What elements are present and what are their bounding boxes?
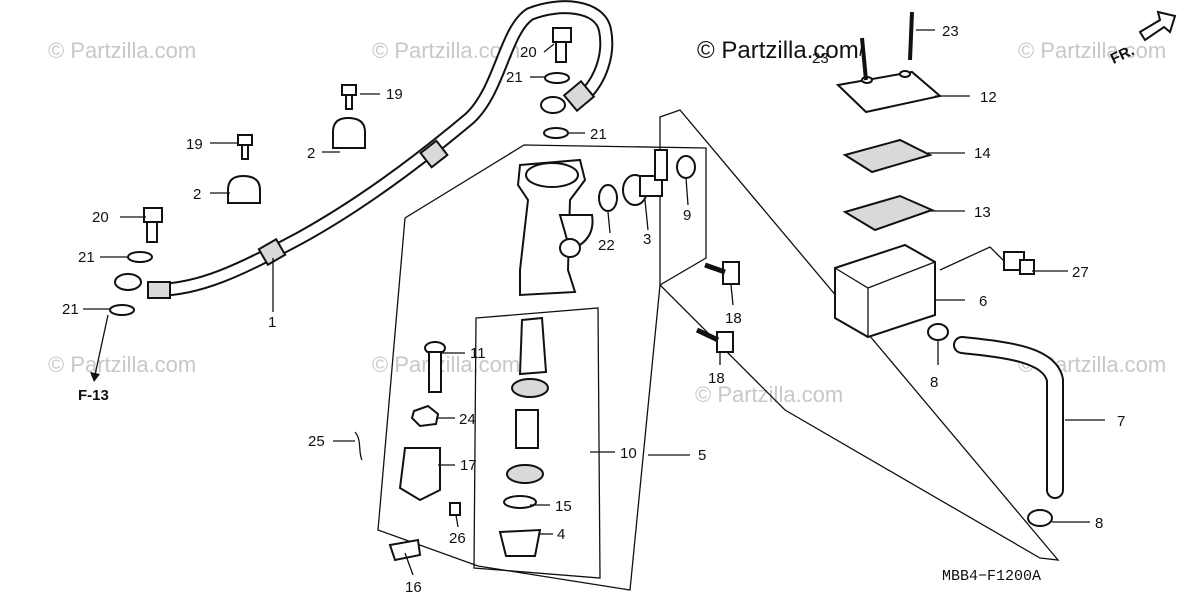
piston-cup	[511, 378, 549, 398]
reservoir-tank	[834, 243, 936, 339]
callout-25: 25	[308, 433, 325, 450]
callout-9: 9	[683, 207, 691, 224]
callout-23: 23	[942, 23, 959, 40]
cotter-pin	[354, 431, 363, 461]
callout-11: 11	[470, 345, 486, 362]
hose-clip	[1027, 509, 1053, 527]
callout-19: 19	[386, 86, 403, 103]
snap-ring	[676, 155, 696, 179]
hose-clip	[927, 323, 949, 341]
hose-clamp	[332, 116, 366, 149]
hose-clamp	[227, 174, 261, 204]
reservoir-group-outline	[659, 109, 1060, 561]
brake-hose	[147, 0, 614, 299]
callout-5: 5	[698, 447, 706, 464]
clamp-screw	[341, 84, 357, 110]
hose-joint	[622, 149, 668, 206]
watermark: © Partzilla.com	[48, 352, 196, 377]
mounting-bolt	[704, 261, 740, 285]
joint-nut	[410, 404, 440, 428]
piston	[515, 409, 539, 449]
banjo-bolt	[143, 207, 163, 243]
rod-clip	[388, 538, 422, 562]
boot-cap	[498, 528, 542, 557]
front-direction-arrow: FR.	[1108, 10, 1177, 68]
boot	[518, 316, 548, 376]
callout-26: 26	[449, 530, 466, 547]
watermark-main: © Partzilla.com	[697, 37, 859, 64]
reference-leader	[94, 314, 109, 376]
sealing-washer	[543, 127, 569, 139]
watermark: © Partzilla.com	[48, 38, 196, 63]
banjo-fitting	[540, 96, 566, 114]
callout-18: 18	[725, 310, 742, 327]
piston-kit-outline	[473, 307, 601, 579]
callout-2: 2	[307, 145, 315, 162]
leader-lines	[83, 29, 1105, 576]
callout-15: 15	[555, 498, 572, 515]
callout-10: 10	[620, 445, 637, 462]
callout-27: 27	[1072, 264, 1089, 281]
o-ring	[598, 184, 618, 212]
callout-6: 6	[979, 293, 987, 310]
callout-7: 7	[1117, 413, 1125, 430]
callout-21: 21	[590, 126, 607, 143]
callout-8: 8	[930, 374, 938, 391]
callout-labels: 1 2 2 3 4 5 6 7 8 8 9 10 11 12 13 14 15 …	[62, 23, 1125, 596]
sealing-washer	[109, 304, 135, 316]
callout-21: 21	[62, 301, 79, 318]
watermark: © Partzilla.com	[1018, 38, 1166, 63]
master-cylinder-body	[516, 158, 594, 297]
callout-14: 14	[974, 145, 991, 162]
diagram-code: MBB4−F1200A	[942, 568, 1041, 585]
callout-21: 21	[78, 249, 95, 266]
callout-23: 23	[812, 50, 829, 67]
reference-label: F-13	[78, 387, 109, 404]
bolt-27-leader	[939, 246, 1006, 271]
reservoir-plate	[842, 138, 933, 174]
callout-21: 21	[506, 69, 523, 86]
reference-arrowhead	[90, 372, 100, 382]
reservoir-cap	[835, 70, 943, 114]
piston-seal	[506, 464, 544, 484]
reservoir-hose	[953, 336, 1064, 499]
sealing-washer	[544, 72, 570, 84]
banjo-bolt	[552, 27, 572, 63]
callout-24: 24	[459, 411, 476, 428]
reservoir-diaphragm	[842, 194, 935, 232]
callout-12: 12	[980, 89, 997, 106]
cap-screw	[860, 37, 868, 81]
reservoir-bolt	[1003, 251, 1035, 275]
callout-4: 4	[557, 526, 565, 543]
callout-22: 22	[598, 237, 615, 254]
callout-19: 19	[186, 136, 203, 153]
callout-20: 20	[520, 44, 537, 61]
callout-17: 17	[460, 457, 477, 474]
master-cylinder-group-outline	[377, 144, 707, 591]
cap-screw	[908, 11, 914, 61]
clamp-screw	[237, 134, 253, 160]
joint-pin	[449, 502, 461, 516]
circlip	[503, 495, 537, 509]
banjo-fitting	[114, 273, 142, 291]
watermark: © Partzilla.com	[372, 352, 520, 377]
callout-3: 3	[643, 231, 651, 248]
callout-20: 20	[92, 209, 109, 226]
callout-13: 13	[974, 204, 991, 221]
mounting-bolt	[695, 327, 734, 353]
push-rod	[424, 341, 446, 393]
callout-16: 16	[405, 579, 422, 596]
sealing-washer	[127, 251, 153, 263]
callout-18: 18	[708, 370, 725, 387]
push-rod-joint	[398, 447, 441, 502]
callout-1: 1	[268, 314, 276, 331]
callout-2: 2	[193, 186, 201, 203]
callout-8: 8	[1095, 515, 1103, 532]
